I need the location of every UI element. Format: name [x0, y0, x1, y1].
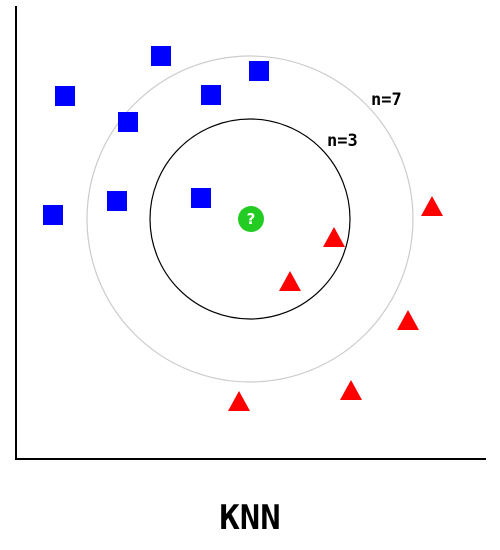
query-point: ?	[238, 206, 264, 232]
square-point	[201, 85, 221, 105]
query-point-marker	[238, 206, 264, 232]
square-point	[55, 86, 75, 106]
square-point	[151, 46, 171, 66]
outer-neighborhood-circle	[86, 55, 414, 383]
square-point	[191, 188, 211, 208]
triangle-point	[279, 271, 301, 291]
square-point	[249, 61, 269, 81]
outer-neighborhood-label: n=7	[371, 90, 402, 110]
square-class-points	[43, 46, 269, 225]
inner-neighborhood-label: n=3	[327, 131, 358, 151]
square-point	[107, 191, 127, 211]
triangle-point	[340, 380, 362, 400]
square-point	[118, 112, 138, 132]
triangle-point	[323, 227, 345, 247]
diagram-title: KNN	[219, 498, 280, 538]
triangle-point	[397, 310, 419, 330]
inner-neighborhood-circle	[149, 118, 351, 320]
triangle-class-points	[228, 196, 443, 411]
triangle-point	[421, 196, 443, 216]
square-point	[43, 205, 63, 225]
query-point-glyph: ?	[247, 210, 256, 228]
triangle-point	[228, 391, 250, 411]
